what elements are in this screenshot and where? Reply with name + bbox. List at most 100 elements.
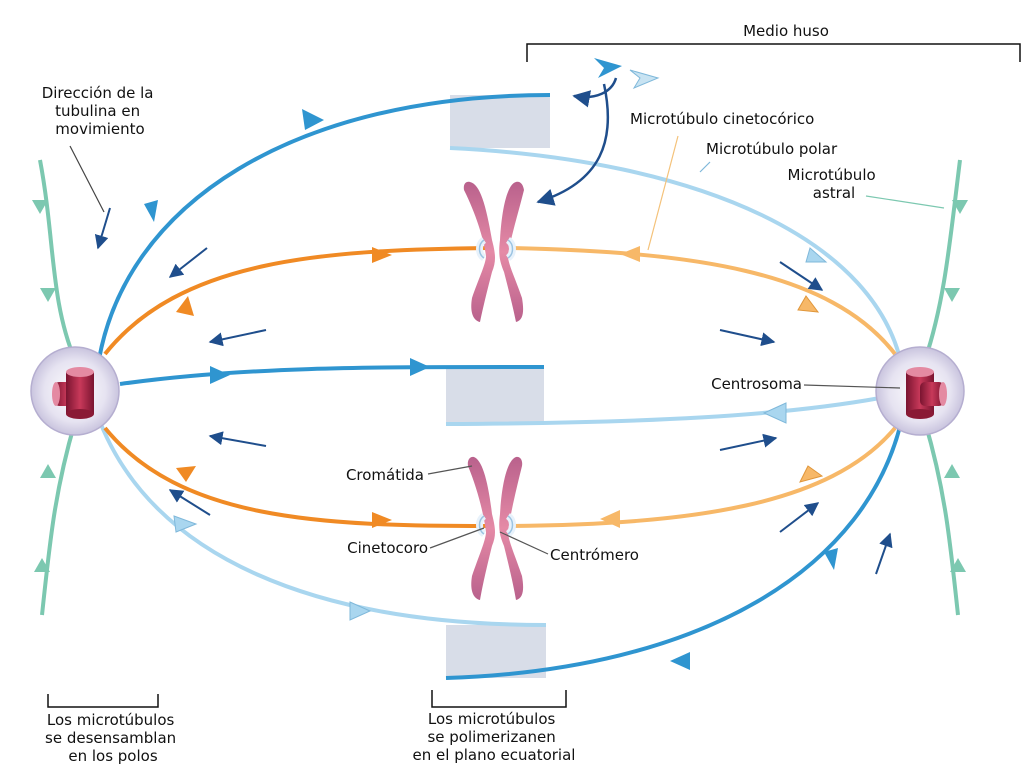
- polar-mt-mid-left: [119, 364, 545, 386]
- astral-microtubules: [38, 159, 962, 616]
- astral-arrow: [950, 558, 966, 572]
- kinetochore-arrow: [799, 465, 824, 483]
- label-kinetochore-mt: Microtúbulo cinetocórico: [630, 110, 814, 128]
- label-line: se desensamblan: [45, 729, 176, 747]
- kinetochore: [507, 515, 514, 535]
- polar-arrow: [670, 652, 690, 670]
- polar-arrow: [349, 601, 372, 621]
- kinetochore: [478, 515, 485, 535]
- label-line: Los microtúbulos: [428, 710, 556, 728]
- polar-arrow: [144, 200, 158, 222]
- label-line: Los microtúbulos: [47, 711, 175, 729]
- polar-microtubules: [95, 93, 905, 680]
- astral-arrow: [944, 464, 960, 478]
- leader-centrosome: [803, 384, 901, 389]
- chromatid: [467, 456, 495, 600]
- label-line: Microtúbulo: [788, 166, 876, 184]
- curved-arrow-to-chromosome: [536, 83, 610, 206]
- chromatid: [499, 456, 524, 600]
- curved-arrow-to-top-box: [572, 77, 618, 108]
- leader-kinetochore: [429, 527, 485, 549]
- chromatid: [499, 181, 524, 322]
- label-astral-mt: Microtúbulo astral: [788, 166, 881, 202]
- label-line: en el plano ecuatorial: [413, 746, 576, 764]
- label-line: astral: [813, 184, 855, 202]
- leader-centromere: [499, 531, 549, 555]
- label-equator-note: Los microtúbulos se polimerizanen en el …: [413, 710, 576, 764]
- chromosome-bottom: [467, 456, 524, 600]
- polymerization-arrows: [536, 77, 618, 206]
- label-line: movimiento: [55, 120, 144, 138]
- astral-mt-left-upper: [38, 159, 77, 361]
- bracket-half-spindle: [526, 43, 1021, 62]
- centriole-end: [52, 382, 60, 406]
- polar-mt-top-right: [449, 146, 905, 373]
- centriole-top: [906, 367, 934, 377]
- label-line: en los polos: [68, 747, 157, 765]
- flow-arrow: [208, 431, 267, 447]
- flow-arrow: [168, 247, 208, 278]
- tubulin-dimer-blue: [594, 58, 622, 78]
- flow-arrow: [94, 207, 111, 250]
- leader-chromatid: [427, 465, 473, 475]
- polar-arrow: [210, 366, 230, 384]
- overlap-zones: [446, 95, 550, 678]
- astral-arrow: [40, 288, 56, 302]
- kinetochore-mt-top-right: [511, 246, 897, 356]
- leader-lines: [69, 135, 945, 555]
- chromosome-top: [463, 181, 524, 322]
- flow-arrow: [875, 532, 893, 575]
- flow-arrow: [779, 502, 820, 533]
- astral-arrow: [40, 464, 56, 478]
- leader-tubulin: [69, 145, 105, 213]
- kinetochore-arrow: [372, 512, 392, 528]
- polar-arrow: [302, 109, 324, 130]
- label-line: Dirección de la: [42, 84, 154, 102]
- kinetochore-arrow: [176, 466, 196, 482]
- tubulin-dimer-light: [629, 69, 660, 90]
- astral-mt-right-upper: [923, 159, 962, 361]
- centrosome-left: [30, 346, 120, 436]
- label-centrosome: Centrosoma: [711, 375, 802, 393]
- kinetochore-arrow: [620, 246, 640, 262]
- overlap-zone-middle: [446, 367, 544, 424]
- kinetochore-arrow: [797, 295, 820, 313]
- label-line: tubulina en: [55, 102, 140, 120]
- centriole-vertical: [66, 372, 94, 414]
- kinetochore-arrowheads: [176, 246, 824, 528]
- kinetochore: [507, 239, 514, 259]
- tubulin-flow-arrows: [94, 207, 893, 575]
- label-polar-mt: Microtúbulo polar: [706, 140, 838, 158]
- polar-arrow: [824, 548, 838, 570]
- label-line: se polimerizanen: [427, 728, 555, 746]
- polar-arrow: [410, 358, 430, 376]
- polar-arrow: [173, 515, 198, 533]
- leader-kinetochore-mt: [647, 135, 679, 251]
- kinetochore-microtubules: [103, 246, 897, 528]
- label-half-spindle: Medio huso: [743, 22, 829, 40]
- centrosome-right: [875, 346, 965, 436]
- flow-arrow: [719, 433, 778, 451]
- astral-arrow: [34, 558, 50, 572]
- labels: Medio huso Dirección de la tubulina en m…: [42, 22, 881, 765]
- kinetochore-mt-bottom-left: [103, 426, 489, 528]
- kinetochore-arrow: [600, 510, 620, 528]
- centriole-end: [939, 382, 947, 406]
- flow-arrow: [168, 489, 211, 516]
- bracket-poles: [47, 694, 159, 708]
- polar-arrowheads: [144, 109, 838, 670]
- label-kinetochore: Cinetocoro: [347, 539, 428, 557]
- leader-polar-mt: [699, 161, 711, 173]
- flow-arrow: [208, 329, 267, 347]
- overlap-zone-bottom: [446, 625, 546, 678]
- astral-mt-left-lower: [40, 421, 77, 616]
- label-centromere: Centrómero: [550, 546, 639, 564]
- brackets: [47, 43, 1021, 708]
- kinetochore-arrow: [372, 247, 392, 263]
- polar-mt-top-left: [95, 93, 551, 373]
- tubulin-subunits: [594, 58, 660, 90]
- overlap-zone-top: [450, 95, 550, 148]
- polar-mt-mid-right: [445, 396, 881, 426]
- centriole-top: [66, 367, 94, 377]
